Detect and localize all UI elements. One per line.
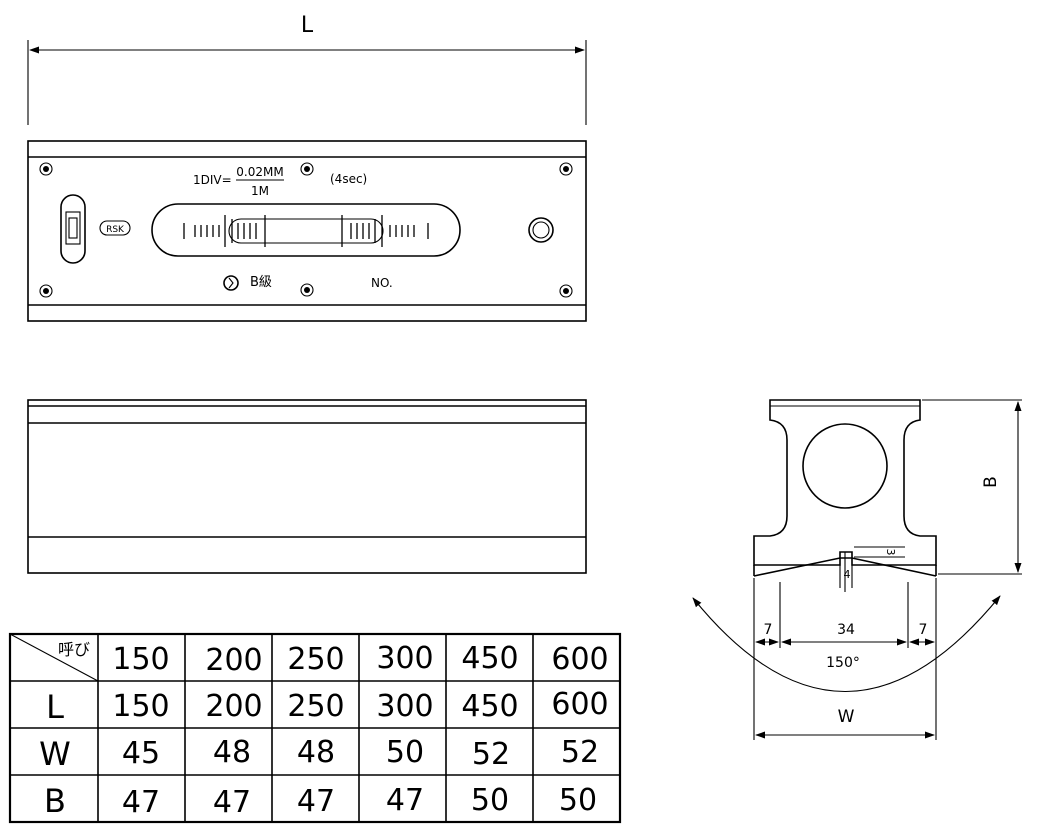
dimension-w-label: W [838, 707, 855, 727]
angle-arc [692, 595, 1001, 692]
screw-icon [300, 162, 314, 176]
table-cell: 48 [213, 735, 251, 770]
dimension-3-label: 3 [884, 549, 897, 556]
screw-icon [39, 284, 53, 298]
table-header-cell: 600 [551, 642, 608, 677]
screw-icon [39, 162, 53, 176]
front-view [27, 399, 587, 574]
table-cell: 47 [122, 785, 160, 820]
table-cell: 600 [551, 687, 608, 722]
table-header-cell: 200 [205, 643, 262, 678]
table-cell: 150 [112, 689, 169, 724]
dimension-angle-label: 150° [826, 655, 860, 671]
dimension-34-label: 34 [837, 622, 855, 638]
table-header-cell: 250 [287, 642, 344, 677]
side-view: B 3 4 150° 7 34 7 W [692, 399, 1022, 740]
table-row-label: L [46, 688, 64, 726]
side-profile [753, 399, 937, 566]
table-cell: 52 [561, 735, 599, 770]
top-view: L 1DIV= 0.02MM 1M (4sec) RSK [27, 13, 587, 322]
table-cell: 300 [376, 689, 433, 724]
table-cell: 52 [472, 737, 510, 772]
cross-vial [60, 194, 86, 264]
vial-graduations [183, 215, 429, 247]
table-header-row: 150 200 250 300 450 600 [112, 641, 608, 678]
table-cell: 47 [386, 783, 424, 818]
screw-icon [559, 162, 573, 176]
table-cell: 47 [297, 784, 335, 819]
screw-icon [559, 284, 573, 298]
table-cell: 50 [386, 735, 424, 770]
brand-badge-text: RSK [106, 225, 125, 235]
table-cell: 47 [213, 785, 251, 820]
dimension-l-label: L [301, 13, 314, 38]
size-table: 呼び 150 200 250 300 450 600 L 150 200 250… [8, 632, 622, 824]
table-header-cell: 450 [461, 641, 518, 676]
table-row: B 47 47 47 47 50 50 [44, 782, 597, 820]
brand-badge: RSK [99, 220, 131, 236]
table-cell: 50 [471, 783, 509, 818]
grade-label: B級 [250, 275, 272, 290]
table-row-label: B [44, 782, 66, 820]
seconds-label: (4sec) [330, 172, 367, 186]
table-row: L 150 200 250 300 450 600 [46, 687, 609, 726]
table-cell: 450 [461, 689, 518, 724]
table-header-cell: 150 [112, 642, 169, 677]
level-body-outline [27, 140, 587, 322]
table-cell: 50 [559, 783, 597, 818]
table-corner-label: 呼び [58, 640, 90, 659]
sensitivity-prefix: 1DIV= [193, 173, 232, 187]
table-cell: 48 [297, 735, 335, 770]
sensitivity-denominator: 1M [251, 184, 269, 198]
dimension-l: L [27, 13, 587, 125]
grade-mark-icon [223, 275, 239, 291]
table-cell: 45 [122, 736, 160, 771]
table-row-label: W [39, 735, 71, 773]
adjustment-knob [528, 217, 554, 243]
dimension-4-label: 4 [844, 568, 851, 581]
table-header-cell: 300 [376, 641, 433, 676]
dimension-7-left-label: 7 [764, 622, 773, 638]
main-vial [151, 203, 461, 257]
table-cell: 200 [205, 689, 262, 724]
table-cell: 250 [287, 689, 344, 724]
vial-bore [802, 423, 888, 509]
dimension-b-label: B [981, 476, 1001, 488]
number-label: NO. [371, 276, 393, 290]
sensitivity-numerator: 0.02MM [236, 165, 283, 179]
screw-icon [300, 283, 314, 297]
table-row: W 45 48 48 50 52 52 [39, 735, 599, 773]
dimension-7-right-label: 7 [919, 622, 928, 638]
